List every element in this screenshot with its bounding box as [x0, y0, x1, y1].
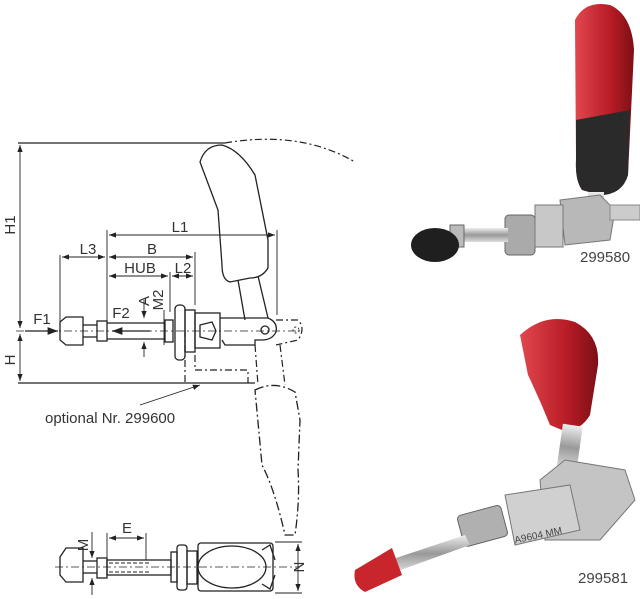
label-f2: F2 — [112, 305, 130, 322]
label-n: N — [290, 562, 307, 573]
label-l1: L1 — [172, 219, 189, 236]
product-number-299580: 299580 — [580, 249, 630, 266]
label-l3: L3 — [80, 241, 97, 258]
label-h: H — [2, 355, 19, 366]
knob — [59, 316, 84, 346]
label-f1: F1 — [33, 311, 51, 328]
label-e: E — [122, 520, 132, 537]
label-m2: M2 — [150, 290, 167, 311]
product-photo-299580 — [411, 4, 640, 262]
label-hub: HUB — [124, 260, 156, 277]
top-view — [55, 532, 302, 595]
optional-note: optional Nr. 299600 — [45, 410, 175, 427]
product-number-299581: 299581 — [578, 570, 628, 587]
handle — [199, 144, 269, 283]
label-a: A — [136, 296, 153, 306]
label-h1: H1 — [2, 215, 19, 234]
label-b: B — [147, 241, 157, 258]
product-photo-299581: A9604 MM — [354, 318, 636, 592]
side-view — [16, 138, 356, 536]
label-m: M — [75, 539, 92, 552]
label-l2: L2 — [175, 260, 192, 277]
